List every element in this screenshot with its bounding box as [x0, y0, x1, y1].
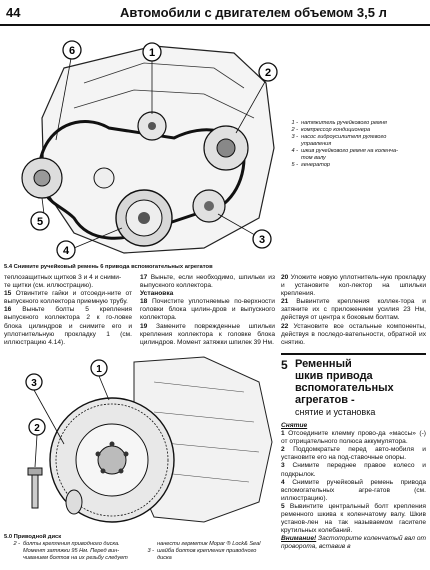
section-rule	[281, 353, 426, 355]
svg-text:3: 3	[259, 234, 265, 246]
svg-text:5: 5	[37, 216, 43, 228]
figure-caption: 5.4 Снимите ручейковый ремень 6 привода …	[4, 264, 213, 270]
svg-text:4: 4	[63, 245, 70, 257]
page-title: Автомобили с двигателем объемом 3,5 л	[120, 5, 387, 20]
page-number: 44	[6, 5, 21, 20]
callout-4: 4	[56, 240, 76, 260]
section-body: Снятие 1 Отсоедините клемму прово-да «ма…	[281, 422, 426, 551]
text-column-1: теплозащитных щитков 3 и 4 и сними- те щ…	[4, 274, 133, 346]
warning-label: Внимание!	[281, 535, 317, 543]
callout-bottom-3: 3	[25, 373, 43, 391]
figure-legend-bottom-right: нанести герметик Mopar ® Lock& Seal 3 -ш…	[147, 541, 261, 561]
callout-1: 1	[142, 42, 162, 62]
text-column-2: 17 Выньте, если необходимо, шпильки из в…	[140, 274, 275, 346]
svg-text:1: 1	[96, 364, 102, 375]
removal-heading: Снятие	[281, 422, 308, 429]
section-5: 5 Ременный шкив привода вспомогательных …	[281, 353, 426, 552]
figure-legend: 1 -натяжитель ручейкового ремня 2 -компр…	[291, 120, 398, 168]
text-column-3: 20 Уложите новую уплотнитель-ную проклад…	[281, 274, 426, 346]
section-title: 5 Ременный шкив привода вспомогательных …	[281, 358, 394, 417]
callout-5: 5	[30, 211, 50, 231]
page-header: 44 Автомобили с двигателем объемом 3,5 л	[0, 0, 430, 26]
svg-text:2: 2	[265, 67, 271, 79]
install-heading: Установка	[140, 290, 174, 298]
callout-6: 6	[62, 40, 82, 60]
figure-caption-bottom: 5.0 Приводной диск	[4, 534, 62, 540]
callout-2: 2	[258, 62, 278, 82]
drive-disk-illustration: 1 2 3	[25, 356, 273, 523]
svg-text:1: 1	[149, 47, 155, 59]
engine-belt-illustration: 1 2 3 4 5 6	[21, 40, 278, 260]
header-rule	[0, 24, 430, 26]
svg-text:2: 2	[34, 423, 40, 434]
figure-legend-bottom-left: 2 -болты крепления приводного диска. Мом…	[13, 541, 128, 561]
svg-text:3: 3	[31, 378, 37, 389]
callout-3: 3	[252, 229, 272, 249]
callout-bottom-2: 2	[28, 418, 46, 436]
callout-bottom-1: 1	[90, 359, 108, 377]
svg-text:6: 6	[69, 45, 75, 57]
